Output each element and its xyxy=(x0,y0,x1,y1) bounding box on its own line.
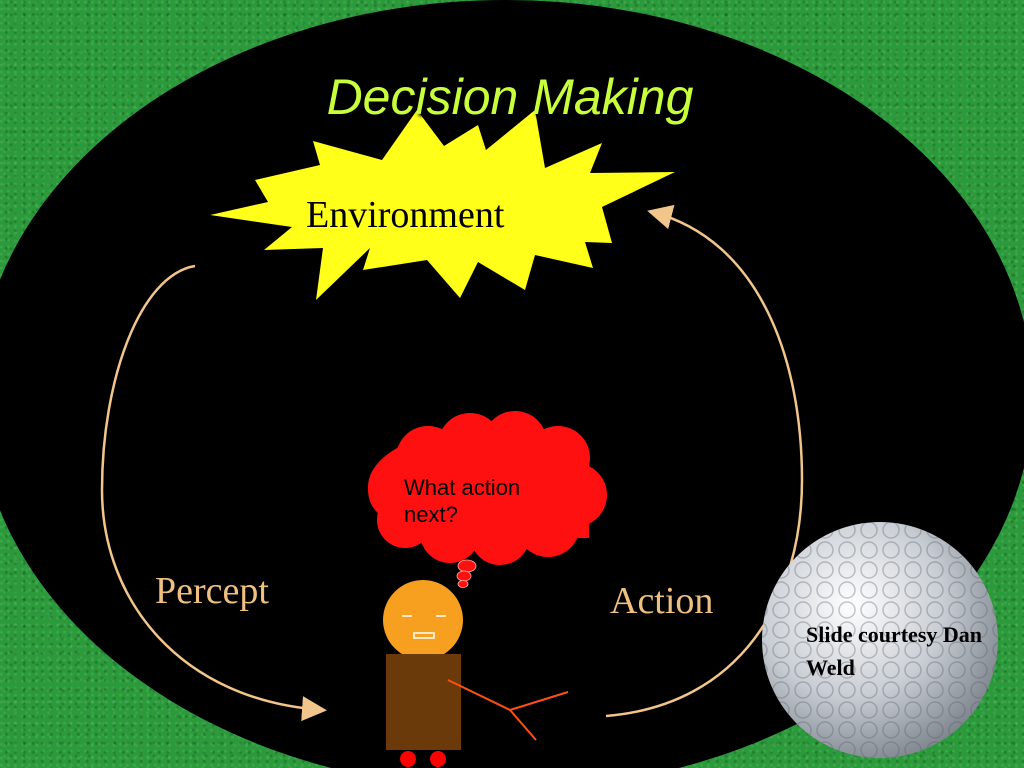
slide-title: Decision Making xyxy=(326,69,694,125)
golf-ball xyxy=(762,522,998,758)
agent-left-foot xyxy=(400,751,416,767)
agent-body xyxy=(386,654,461,750)
thought-trail xyxy=(456,559,477,588)
action-arrow xyxy=(605,204,804,718)
environment-label: Environment xyxy=(306,194,505,236)
agent-head xyxy=(383,580,463,660)
agent-hand xyxy=(509,709,537,741)
thought-text: What action next? xyxy=(404,475,521,527)
thought-bubble xyxy=(368,411,607,565)
environment-starburst xyxy=(210,110,675,300)
agent-figure xyxy=(383,580,569,767)
percept-arrow xyxy=(100,264,327,722)
slide-credit: Slide courtesy Dan Weld xyxy=(806,622,982,680)
agent-mouth xyxy=(413,632,435,639)
percept-label: Percept xyxy=(155,570,269,612)
agent-right-foot xyxy=(430,751,446,767)
action-label: Action xyxy=(610,580,714,622)
